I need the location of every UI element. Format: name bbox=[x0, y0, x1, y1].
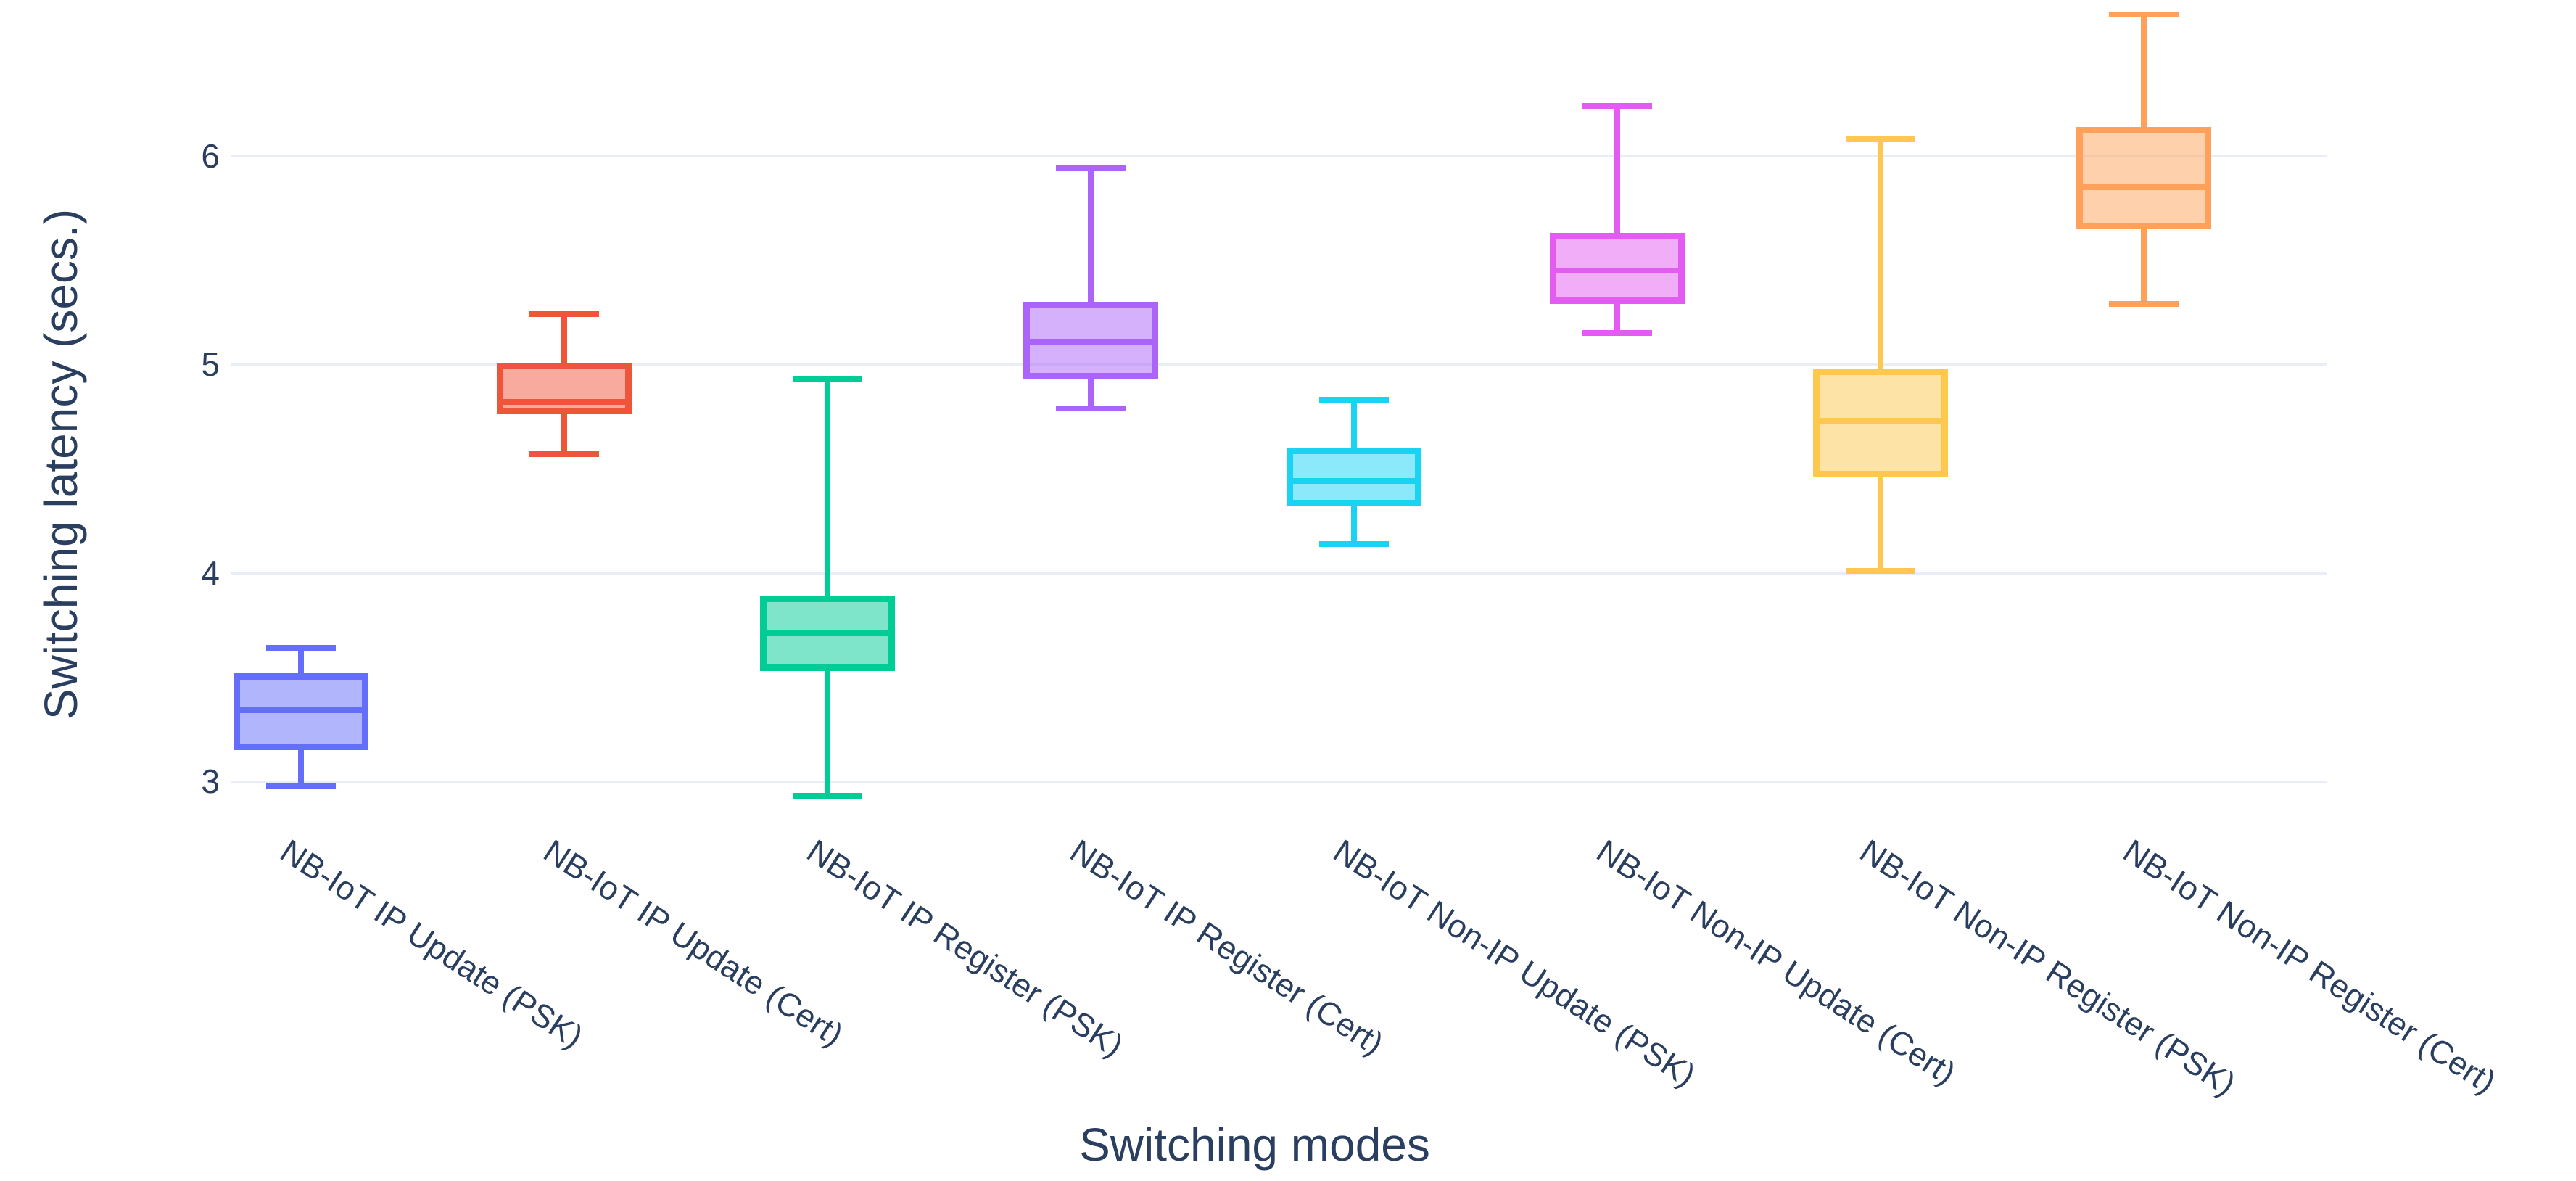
whisker-cap-bottom bbox=[1319, 540, 1389, 547]
whisker-stem-bottom bbox=[825, 670, 830, 797]
y-axis-title: Switching latency (secs.) bbox=[35, 208, 87, 720]
y-tick-label-5: 5 bbox=[201, 345, 220, 384]
whisker-cap-bottom bbox=[529, 450, 599, 457]
whisker-stem-bottom bbox=[2141, 229, 2147, 305]
iqr-box bbox=[1287, 448, 1421, 506]
whisker-cap-bottom bbox=[1582, 330, 1652, 337]
gridline-y-3 bbox=[231, 781, 2327, 783]
whisker-stem-top bbox=[825, 379, 830, 596]
x-axis-title: Switching modes bbox=[1079, 1119, 1430, 1171]
whisker-cap-bottom bbox=[266, 782, 336, 789]
whisker-cap-bottom bbox=[793, 793, 862, 799]
whisker-stem-top bbox=[561, 314, 567, 363]
whisker-stem-bottom bbox=[1088, 379, 1094, 408]
whisker-stem-bottom bbox=[298, 750, 304, 786]
whisker-stem-top bbox=[298, 648, 304, 673]
whisker-stem-top bbox=[2141, 14, 2147, 127]
whisker-stem-top bbox=[1878, 139, 1883, 369]
whisker-stem-bottom bbox=[1878, 477, 1883, 571]
whisker-stem-top bbox=[1614, 106, 1620, 234]
median-line bbox=[2083, 184, 2205, 191]
median-line bbox=[1820, 417, 1941, 424]
gridline-y-4 bbox=[231, 572, 2327, 575]
whisker-stem-bottom bbox=[1614, 304, 1620, 334]
iqr-box bbox=[2076, 126, 2211, 229]
y-tick-label-3: 3 bbox=[201, 762, 220, 801]
median-line bbox=[1293, 478, 1415, 485]
whisker-stem-bottom bbox=[561, 414, 567, 454]
whisker-cap-bottom bbox=[2109, 301, 2179, 308]
median-line bbox=[503, 399, 625, 406]
whisker-cap-bottom bbox=[1846, 567, 1915, 574]
median-line bbox=[1030, 338, 1152, 345]
whisker-stem-top bbox=[1351, 400, 1357, 448]
gridline-y-6 bbox=[231, 155, 2327, 157]
median-line bbox=[767, 630, 888, 637]
whisker-stem-top bbox=[1088, 168, 1094, 303]
gridline-y-5 bbox=[231, 363, 2327, 366]
median-line bbox=[1556, 268, 1678, 274]
whisker-stem-bottom bbox=[1351, 506, 1357, 544]
whisker-cap-bottom bbox=[1056, 405, 1126, 411]
iqr-box bbox=[497, 362, 632, 415]
y-tick-label-4: 4 bbox=[201, 554, 220, 592]
median-line bbox=[240, 707, 362, 714]
y-tick-label-6: 6 bbox=[201, 137, 220, 175]
